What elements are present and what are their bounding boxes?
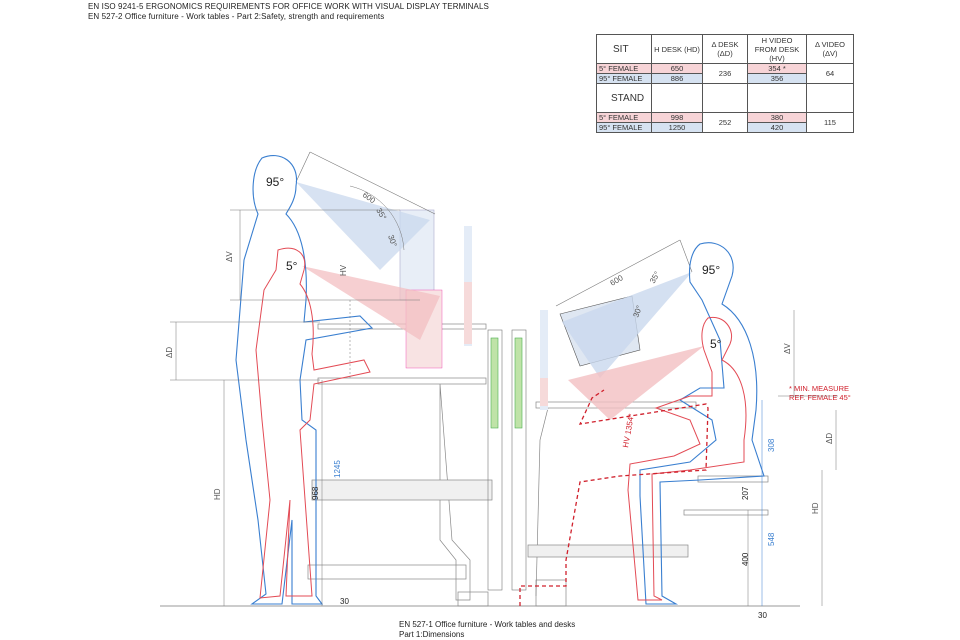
dimension-lines bbox=[170, 209, 838, 606]
sit-monitor-post-red bbox=[540, 378, 548, 406]
stand-desk-foot bbox=[457, 591, 489, 607]
label-308: 308 bbox=[767, 438, 776, 452]
label-dd-sit: ΔD bbox=[825, 433, 834, 444]
label-30-stand: 30° bbox=[386, 234, 399, 248]
label-30-floor-sit: 30 bbox=[758, 611, 767, 620]
sit-view-cone-95 bbox=[562, 272, 692, 378]
label-1245: 1245 bbox=[333, 460, 342, 478]
footer-standard-subtitle: Part 1:Dimensions bbox=[399, 630, 465, 639]
col-header-h-video: H VIDEO FROM DESK (HV) bbox=[747, 34, 807, 64]
dimensions-table: SIT H DESK (HD) Δ DESK (ΔD) H VIDEO FROM… bbox=[596, 34, 854, 133]
chair-seat bbox=[683, 509, 769, 516]
label-hd-sit: HD bbox=[811, 502, 820, 514]
cell-stand-dv: 115 bbox=[806, 112, 854, 133]
panel-left bbox=[487, 329, 503, 591]
sit-desk-leg bbox=[535, 407, 549, 597]
label-hd-stand: HD bbox=[213, 488, 222, 500]
label-dd-stand: ΔD bbox=[165, 347, 174, 358]
sitting-person-95 bbox=[639, 242, 765, 605]
column-panels bbox=[487, 329, 527, 591]
min-measure-note: * MIN. MEASURE REF. FEMALE 45° bbox=[789, 384, 851, 402]
stand-desk-leg bbox=[439, 383, 471, 601]
note-line1: * MIN. MEASURE bbox=[789, 384, 850, 393]
label-600-sit: 600 bbox=[609, 273, 626, 288]
standing-person-5 bbox=[255, 247, 371, 599]
stand-desk-top-low bbox=[317, 377, 487, 385]
sitting-desk bbox=[527, 401, 769, 607]
label-angle-5-stand: 5° bbox=[286, 259, 298, 273]
standing-desk bbox=[307, 323, 493, 607]
label-hv-min: HV 1354* bbox=[621, 413, 636, 448]
label-548: 548 bbox=[767, 532, 776, 546]
panel-left-green bbox=[490, 337, 499, 429]
label-hv-stand: HV bbox=[339, 264, 348, 276]
stand-monitor-post-red bbox=[464, 282, 472, 344]
stand-view-cone-95 bbox=[296, 182, 430, 270]
label-dv-stand: ΔV bbox=[225, 251, 234, 262]
stand-view-cone-5 bbox=[302, 266, 440, 340]
label-30-floor-stand: 30 bbox=[340, 597, 349, 606]
sit-monitor-post-blue bbox=[540, 310, 548, 410]
sit-section-label: SIT bbox=[596, 34, 652, 64]
label-968: 968 bbox=[311, 486, 320, 500]
sit-desk-panel bbox=[527, 544, 689, 558]
label-angle-5-sit: 5° bbox=[710, 337, 722, 351]
label-400: 400 bbox=[741, 552, 750, 566]
header-standard-title: EN ISO 9241-5 ERGONOMICS REQUIREMENTS FO… bbox=[88, 2, 489, 11]
label-angle-95-stand: 95° bbox=[266, 175, 284, 189]
col-header-delta-desk: Δ DESK (ΔD) bbox=[702, 34, 748, 64]
stand-desk-base bbox=[307, 564, 467, 580]
min-measure-path bbox=[519, 389, 709, 606]
label-30-sit: 30° bbox=[631, 304, 644, 318]
label-angle-95-sit: 95° bbox=[702, 263, 720, 277]
sitting-person-5 bbox=[627, 316, 747, 601]
cell-stand-hd95: 1250 bbox=[651, 122, 703, 133]
col-header-delta-video: Δ VIDEO (ΔV) bbox=[806, 34, 854, 64]
stand-desk-panel bbox=[311, 479, 493, 501]
panel-right bbox=[511, 329, 527, 591]
note-line2: REF. FEMALE 45° bbox=[789, 393, 851, 402]
sit-desk-foot bbox=[535, 579, 567, 607]
label-35-sit: 35° bbox=[648, 270, 662, 285]
standing-person-95 bbox=[235, 154, 374, 605]
chair-seat-top bbox=[697, 475, 769, 483]
label-dv-sit: ΔV bbox=[783, 343, 792, 354]
sit-view-cone-5 bbox=[568, 346, 704, 420]
panel-right-green bbox=[514, 337, 523, 429]
label-207: 207 bbox=[741, 486, 750, 500]
cell-stand-hv95: 420 bbox=[747, 122, 807, 133]
footer-standard-title: EN 527-1 Office furniture - Work tables … bbox=[399, 620, 576, 629]
header-standard-subtitle: EN 527-2 Office furniture - Work tables … bbox=[88, 12, 385, 21]
